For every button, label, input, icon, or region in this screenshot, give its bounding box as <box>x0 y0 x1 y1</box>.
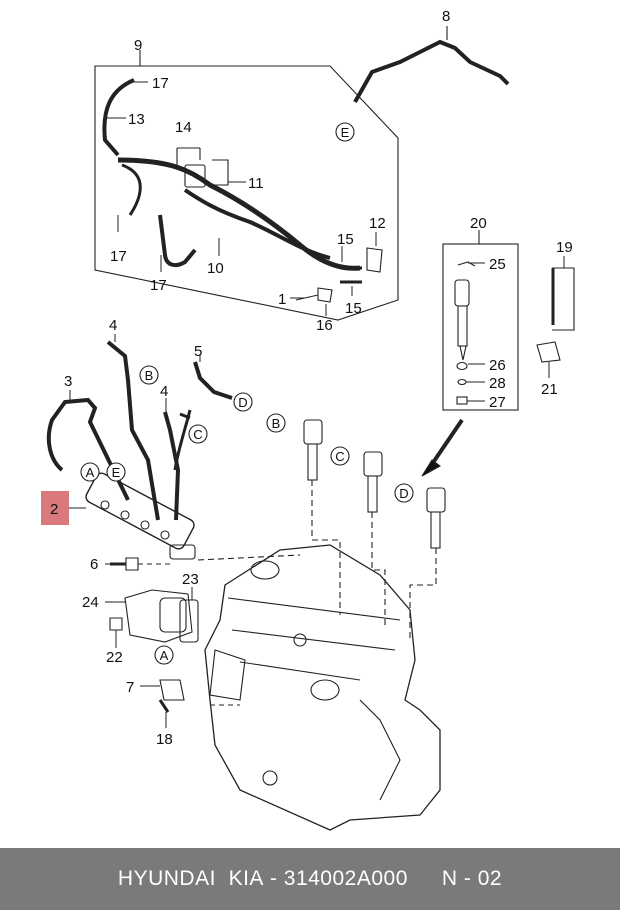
part-number: - 314002A000 <box>269 867 408 890</box>
reference-letter: A <box>86 465 95 480</box>
callout-label: 10 <box>207 260 224 277</box>
callout-label: 21 <box>541 381 558 398</box>
callout-label: 17 <box>150 277 167 294</box>
callout-label: 22 <box>106 649 123 666</box>
callout-label: 25 <box>489 256 506 273</box>
reference-letter: E <box>112 465 121 480</box>
callout-label: 17 <box>152 75 169 92</box>
parts-diagram: 1 2 3 4 4 5 6 7 8 9 10 11 12 13 14 15 15… <box>41 8 575 831</box>
highlight-box-part-2 <box>41 491 69 525</box>
reference-letter: A <box>160 648 169 663</box>
callout-label: 15 <box>337 231 354 248</box>
callout-label: 28 <box>489 375 506 392</box>
callout-label: 18 <box>156 731 173 748</box>
callout-label-highlighted: 2 <box>50 501 58 518</box>
callout-label: 20 <box>470 215 487 232</box>
callout-label: 19 <box>556 239 573 256</box>
callout-label: 5 <box>194 343 202 360</box>
callout-label: 7 <box>126 679 134 696</box>
footer-bar: HYUNDAI KIA - 314002A000 N - 02 <box>0 848 620 910</box>
callout-label: 12 <box>369 215 386 232</box>
callout-label: 4 <box>109 317 117 334</box>
reference-letter: C <box>335 449 344 464</box>
engine-block <box>204 544 441 831</box>
callout-label: 11 <box>248 175 264 192</box>
callout-label: 1 <box>278 291 286 308</box>
callout-label: 17 <box>110 248 127 265</box>
inset-box-injector <box>442 243 519 411</box>
callout-label: 3 <box>64 373 72 390</box>
callout-label: 8 <box>442 8 450 25</box>
callout-label: 13 <box>128 111 145 128</box>
brand-label: HYUNDAI KIA <box>117 867 264 890</box>
callout-label: 9 <box>134 37 142 54</box>
callout-label: 14 <box>175 119 192 136</box>
reference-letter: B <box>272 416 281 431</box>
callout-label: 15 <box>345 300 362 317</box>
reference-letter: D <box>238 395 247 410</box>
callout-label: 6 <box>90 556 98 573</box>
common-rail <box>85 472 195 550</box>
callout-label: 24 <box>82 594 99 611</box>
callout-label: 23 <box>182 571 199 588</box>
callout-label: 16 <box>316 317 333 334</box>
callout-label: 27 <box>489 394 506 411</box>
reference-letter: B <box>145 368 154 383</box>
inset-box-return-line <box>94 65 399 321</box>
reference-letter: E <box>341 125 350 140</box>
callout-label: 26 <box>489 357 506 374</box>
reference-letter: C <box>193 427 202 442</box>
reference-letter: D <box>399 486 408 501</box>
page-code: N - 02 <box>441 867 503 890</box>
callout-label: 4 <box>160 383 168 400</box>
